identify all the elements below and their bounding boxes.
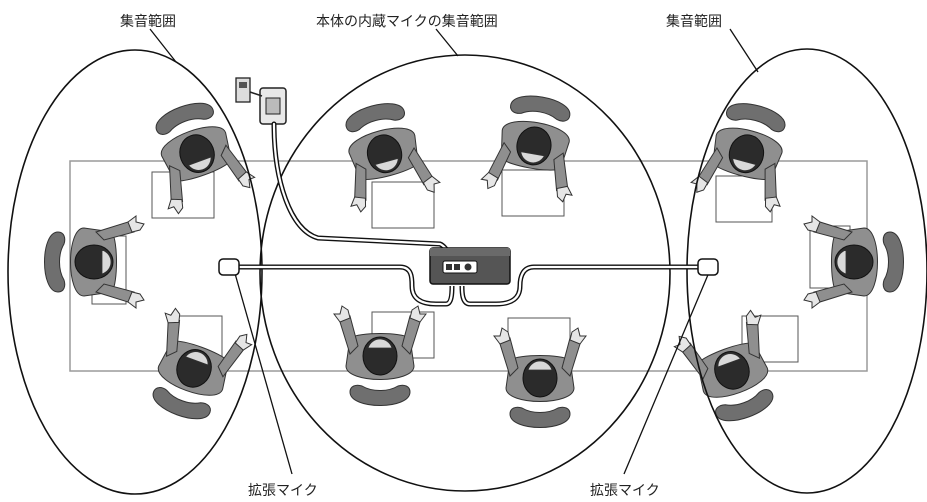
extension-mic-label-right: 拡張マイク <box>590 483 660 499</box>
leader-lines <box>149 28 759 475</box>
extension-mic-right <box>697 258 719 276</box>
pickup-range-center <box>259 54 671 492</box>
pickup-range-label-center: 本体の内蔵マイクの集音範囲 <box>316 14 498 30</box>
pickup-range-left <box>7 49 263 495</box>
speakerphone-unit-icon <box>429 247 511 285</box>
extension-mic-label-left: 拡張マイク <box>248 483 318 499</box>
extension-mic-left <box>218 258 240 276</box>
pickup-range-right <box>686 48 927 494</box>
pickup-range-label-left: 集音範囲 <box>120 14 176 30</box>
pickup-range-label-right: 集音範囲 <box>666 14 722 30</box>
mic-cables <box>237 264 700 307</box>
power-adapter-icon <box>235 77 287 125</box>
pickup-ranges <box>7 48 927 495</box>
